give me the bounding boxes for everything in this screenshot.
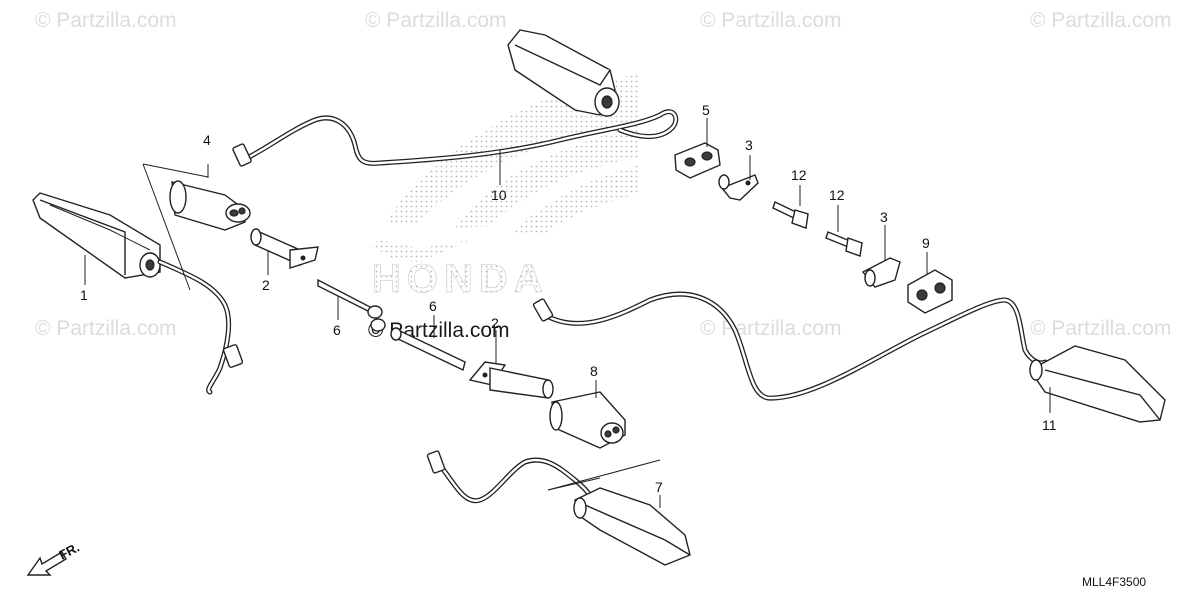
callout-11: 11 [1042,417,1057,433]
watermark-text: © Partzilla.com [365,9,507,32]
leader-lines [84,118,1051,508]
watermark-text: © Partzilla.com [35,9,177,32]
bolt-6-lower [390,327,466,372]
grommet-9 [907,269,953,314]
watermark-text: © Partzilla.com [1030,317,1172,340]
callout-2-lower: 2 [491,315,499,331]
grommet-5 [674,142,721,179]
rubber-mount-4 [169,180,251,231]
callout-6-lower: 6 [429,298,437,314]
callout-10: 10 [491,187,507,203]
stay-tube-2-upper [250,228,319,269]
rubber-mount-8 [549,391,626,449]
callout-7: 7 [655,479,663,495]
callout-9: 9 [922,235,930,251]
diagram-code: MLL4F3500 [1082,575,1146,589]
callout-labels: 1 2 2 3 3 4 5 6 6 7 8 9 10 11 12 12 [80,102,1057,495]
turn-signal-front-left [32,192,244,395]
collar-3-lower [861,257,901,288]
watermark-text: © Partzilla.com [700,9,842,32]
callout-6-upper: 6 [333,322,341,338]
callout-3-lower: 3 [880,209,888,225]
wire-harness-11 [532,291,1048,401]
callout-1: 1 [80,287,88,303]
bolt-6-upper [317,278,386,332]
callout-5: 5 [702,102,710,118]
honda-logo-text: HONDA [372,257,549,301]
arrow-icon [26,551,67,576]
callout-4: 4 [203,132,211,148]
stay-tube-2-lower [468,361,554,399]
front-direction-indicator: FR. [26,540,82,576]
wire-harness-10 [232,109,679,167]
watermark-text: © Partzilla.com [700,317,842,340]
watermark-text: © Partzilla.com [35,317,177,340]
watermark-text: © Partzilla.com [1030,9,1172,32]
watermark-layer: © Partzilla.com © Partzilla.com © Partzi… [35,9,1172,340]
callout-12-lower: 12 [829,187,845,203]
callout-3-upper: 3 [745,137,753,153]
callout-2-upper: 2 [262,277,270,293]
center-watermark: © Partzilla.com [368,319,510,342]
callout-8: 8 [590,363,598,379]
bolt-12-lower [825,231,863,257]
callout-12-upper: 12 [791,167,807,183]
turn-signal-rear-right [1028,345,1166,423]
bolt-12-upper [772,201,809,229]
collar-3-upper [718,174,759,201]
turn-signal-top [507,29,620,117]
turn-signal-rear-left [426,450,691,566]
